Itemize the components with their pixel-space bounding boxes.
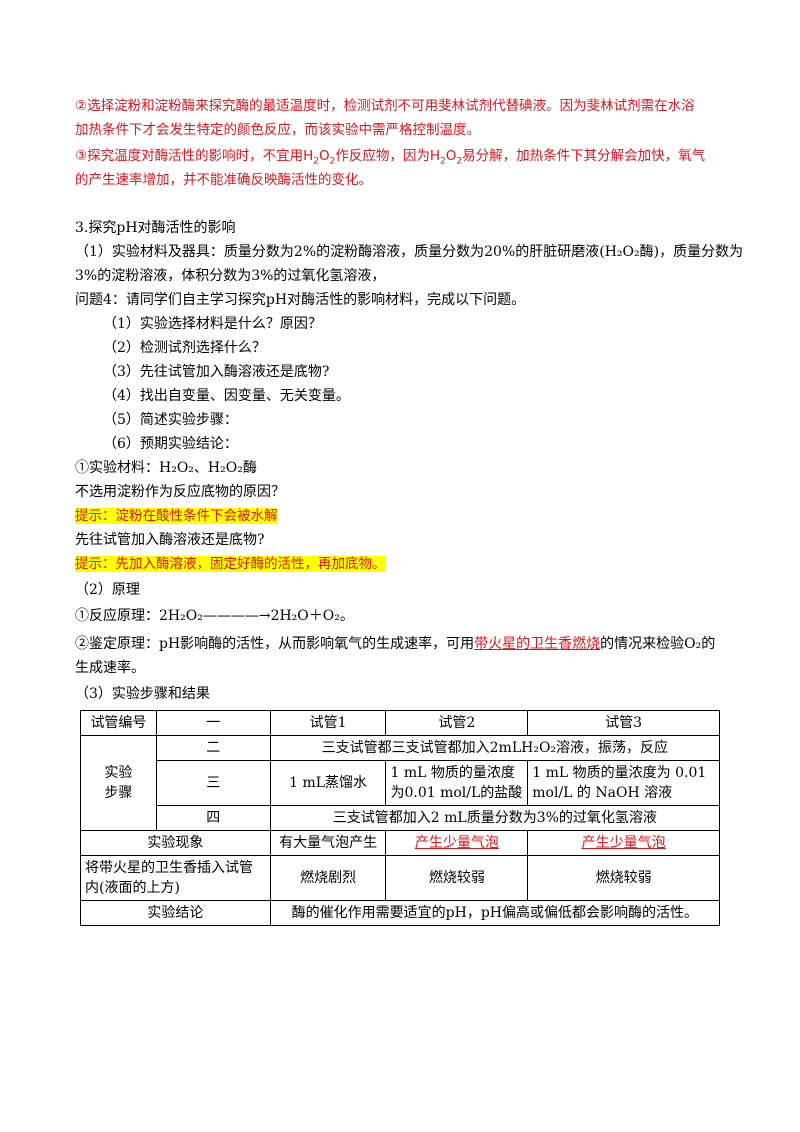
- steps-title: （3）实验步骤和结果: [75, 686, 210, 702]
- note-3-line-2: 的产生速率增加，并不能准确反映酶活性的变化。: [75, 172, 372, 188]
- question-item-5: （5）简述实验步骤：: [103, 412, 238, 428]
- burn-tube-1: 燃烧剧烈: [269, 855, 387, 901]
- answer-question: 不选用淀粉作为反应底物的原因？: [75, 484, 285, 500]
- table-header-cell: 试管3: [527, 710, 720, 736]
- table-row: 实验现象 有大量气泡产生 产生少量气泡 产生少量气泡: [80, 830, 720, 856]
- section-title: 3.探究pH对酶活性的影响: [75, 220, 236, 236]
- note-3-line-1: ③探究温度对酶活性的影响时，不宜用H2O2作反应物，因为H2O2易分解，加热条件…: [75, 148, 706, 167]
- burn-label: 将带火星的卫生香插入试管内(液面的上方): [80, 855, 271, 901]
- phenomenon-tube-2: 产生少量气泡: [385, 830, 529, 856]
- question-item-2: （2）检测试剂选择什么？: [103, 340, 266, 356]
- step-label-cell: 三: [155, 760, 271, 806]
- experiment-table: 试管编号 一 试管1 试管2 试管3 实验步骤 二 三支试管都三支试管都加入2m…: [80, 710, 721, 926]
- table-header-cell: 试管编号: [80, 710, 157, 736]
- table-row: 将带火星的卫生香插入试管内(液面的上方) 燃烧剧烈 燃烧较弱 燃烧较弱: [80, 855, 720, 901]
- step-3-tube-1: 1 mL蒸馏水: [269, 760, 387, 806]
- step-2-cell: 三支试管都三支试管都加入2mLH₂O₂溶液，振荡，反应: [269, 735, 721, 761]
- question-4: 问题4：请同学们自主学习探究pH对酶活性的影响材料，完成以下问题。: [75, 292, 526, 308]
- table-row: 四 三支试管都加入2 mL质量分数为3%的过氧化氢溶液: [81, 805, 721, 831]
- question-item-1: （1）实验选择材料是什么？原因？: [103, 316, 322, 332]
- principle-title: （2）原理: [75, 582, 140, 598]
- table-header-cell: 试管2: [385, 710, 529, 736]
- steps-label-cell: 实验步骤: [80, 735, 157, 831]
- question-item-3: （3）先往试管加入酶溶液还是底物?: [103, 364, 330, 380]
- answer-order-question: 先往试管加入酶溶液还是底物?: [75, 532, 265, 548]
- phenomenon-tube-3: 产生少量气泡: [527, 830, 720, 856]
- identify-principle: ②鉴定原理：pH影响酶的活性，从而影响氧气的生成速率，可用带火星的卫生香燃烧的情…: [75, 636, 716, 652]
- reaction-principle: ①反应原理：2H₂O₂————→2H₂O＋O₂。: [75, 608, 354, 624]
- hint-2: 提示：先加入酶溶液，固定好酶的活性，再加底物。: [75, 556, 386, 572]
- conclusion-cell: 酶的催化作用需要适宜的pH，pH偏高或偏低都会影响酶的活性。: [269, 900, 721, 926]
- question-item-4: （4）找出自变量、因变量、无关变量。: [103, 388, 350, 404]
- table-row: 实验步骤 二 三支试管都三支试管都加入2mLH₂O₂溶液，振荡，反应: [80, 735, 721, 831]
- step-label-cell: 二: [155, 735, 271, 761]
- burn-tube-2: 燃烧较弱: [385, 855, 529, 901]
- table-row: 试管编号 一 试管1 试管2 试管3: [80, 710, 720, 736]
- hint-1: 提示：淀粉在酸性条件下会被水解: [75, 508, 278, 524]
- materials-line-1: （1）实验材料及器具：质量分数为2%的淀粉酶溶液，质量分数为20%的肝脏研磨液(…: [75, 244, 744, 260]
- table-header-cell: 一: [155, 710, 271, 736]
- burn-tube-3: 燃烧较弱: [527, 855, 720, 901]
- table-header-cell: 试管1: [269, 710, 387, 736]
- note-2-line-2: 加热条件下才会发生特定的颜色反应，而该实验中需严格控制温度。: [75, 122, 480, 138]
- phenomenon-label: 实验现象: [80, 830, 271, 856]
- table-row: 实验结论 酶的催化作用需要适宜的pH，pH偏高或偏低都会影响酶的活性。: [80, 900, 721, 926]
- phenomenon-tube-1: 有大量气泡产生: [269, 830, 387, 856]
- table-row: 三 1 mL蒸馏水 1 mL 物质的量浓度为0.01 mol/L的盐酸 1 mL…: [81, 760, 720, 806]
- conclusion-label: 实验结论: [80, 900, 271, 926]
- materials-line-2: 3%的淀粉溶液，体积分数为3%的过氧化氢溶液，: [75, 268, 386, 284]
- answer-materials: ①实验材料：H₂O₂、H₂O₂酶: [75, 460, 257, 476]
- note-2-line-1: ②选择淀粉和淀粉酶来探究酶的最适温度时，检测试剂不可用斐林试剂代替碘液。因为斐林…: [75, 98, 695, 114]
- step-4-cell: 三支试管都加入2 mL质量分数为3%的过氧化氢溶液: [269, 805, 721, 831]
- question-item-6: （6）预期实验结论：: [103, 436, 238, 452]
- identify-principle-cont: 生成速率。: [75, 660, 145, 676]
- step-label-cell: 四: [155, 805, 271, 831]
- step-3-tube-2: 1 mL 物质的量浓度为0.01 mol/L的盐酸: [385, 760, 529, 806]
